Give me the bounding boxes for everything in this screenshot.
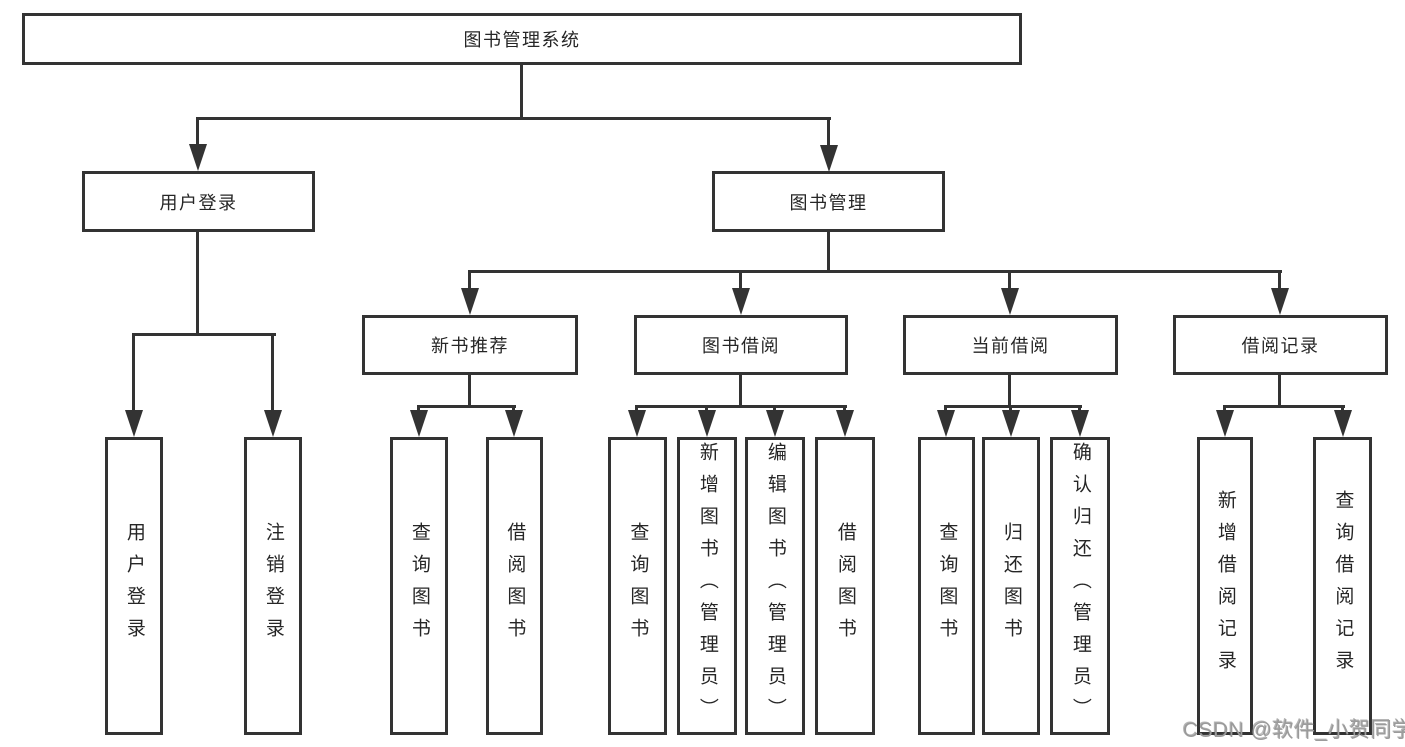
connector-line [520, 65, 523, 118]
connector-line [1008, 375, 1011, 408]
csdn-watermark: CSDN @软件_小贺同学 [1183, 719, 1405, 742]
arrow-down-icon [1216, 410, 1234, 437]
connector-line [196, 232, 199, 336]
leaf-label: 用户登录 [123, 522, 145, 650]
node-user-login: 用户登录 [82, 171, 315, 232]
connector-line [512, 405, 515, 413]
leaf-borrow-books-borrow: 借阅图书 [815, 437, 875, 735]
node-current-borrowing: 当前借阅 [903, 315, 1118, 375]
leaf-label: 借阅图书 [504, 522, 526, 650]
leaf-confirm-return-admin: 确认归还（管理员） [1050, 437, 1110, 735]
connector-line [417, 405, 516, 408]
arrow-down-icon [461, 288, 479, 315]
arrow-down-icon [264, 410, 282, 437]
connector-line [1278, 375, 1281, 408]
arrow-down-icon [1071, 410, 1089, 437]
connector-line [635, 405, 847, 408]
connector-line [132, 333, 276, 336]
connector-line [417, 405, 420, 413]
arrow-down-icon [189, 144, 207, 171]
arrow-down-icon [628, 410, 646, 437]
connector-line [944, 405, 1082, 408]
connector-line [1009, 405, 1012, 413]
connector-line [1008, 270, 1011, 290]
connector-line [1341, 405, 1344, 413]
arrow-down-icon [125, 410, 143, 437]
arrow-down-icon [836, 410, 854, 437]
leaf-query-books-recommend: 查询图书 [390, 437, 448, 735]
leaf-label: 新增图书（管理员） [696, 442, 718, 730]
connector-line [739, 375, 742, 408]
leaf-label: 查询图书 [408, 522, 430, 650]
leaf-label: 确认归还（管理员） [1069, 442, 1091, 730]
connector-line [1278, 270, 1281, 290]
connector-line [827, 117, 830, 147]
node-book-management: 图书管理 [712, 171, 945, 232]
arrow-down-icon [1002, 410, 1020, 437]
node-borrowing-records: 借阅记录 [1173, 315, 1388, 375]
leaf-label: 查询借阅记录 [1332, 490, 1354, 682]
node-label: 图书管理 [789, 192, 868, 213]
node-book-management-system: 图书管理系统 [22, 13, 1022, 65]
connector-line [705, 405, 708, 413]
leaf-add-books-admin: 新增图书（管理员） [677, 437, 737, 735]
node-label: 图书管理系统 [463, 30, 581, 50]
leaf-edit-books-admin: 编辑图书（管理员） [745, 437, 805, 735]
connector-line [773, 405, 776, 413]
leaf-label: 编辑图书（管理员） [764, 442, 786, 730]
connector-line [468, 270, 1282, 273]
connector-line [944, 405, 947, 413]
arrow-down-icon [1271, 288, 1289, 315]
leaf-query-books-borrow: 查询图书 [608, 437, 667, 735]
connector-line [132, 333, 135, 411]
arrow-down-icon [1334, 410, 1352, 437]
connector-line [468, 270, 471, 290]
arrow-down-icon [820, 145, 838, 172]
connector-line [271, 333, 274, 411]
connector-line [635, 405, 638, 413]
node-new-book-recommendation: 新书推荐 [362, 315, 578, 375]
connector-line [1223, 405, 1226, 413]
leaf-label: 注销登录 [262, 522, 284, 650]
leaf-query-borrow-record: 查询借阅记录 [1313, 437, 1372, 735]
node-label: 当前借阅 [971, 336, 1050, 356]
leaf-user-login: 用户登录 [105, 437, 163, 735]
leaf-label: 查询图书 [936, 522, 958, 650]
node-label: 新书推荐 [431, 336, 509, 356]
arrow-down-icon [505, 410, 523, 437]
leaf-label: 借阅图书 [834, 522, 856, 650]
node-label: 用户登录 [159, 192, 238, 213]
node-label: 图书借阅 [702, 336, 780, 356]
arrow-down-icon [1001, 288, 1019, 315]
arrow-down-icon [698, 410, 716, 437]
connector-line [827, 232, 830, 273]
leaf-label: 归还图书 [1000, 522, 1022, 650]
arrow-down-icon [766, 410, 784, 437]
connector-line [468, 375, 471, 408]
node-book-borrowing: 图书借阅 [634, 315, 848, 375]
leaf-query-books-current: 查询图书 [918, 437, 975, 735]
arrow-down-icon [410, 410, 428, 437]
leaf-borrow-books-recommend: 借阅图书 [486, 437, 543, 735]
leaf-add-borrow-record: 新增借阅记录 [1197, 437, 1253, 735]
leaf-label: 查询图书 [627, 522, 649, 650]
connector-line [1078, 405, 1081, 413]
connector-line [196, 117, 831, 120]
leaf-label: 新增借阅记录 [1214, 490, 1236, 682]
arrow-down-icon [732, 288, 750, 315]
leaf-logout: 注销登录 [244, 437, 302, 735]
connector-line [843, 405, 846, 413]
arrow-down-icon [937, 410, 955, 437]
connector-line [1223, 405, 1345, 408]
connector-line [739, 270, 742, 290]
leaf-return-books: 归还图书 [982, 437, 1040, 735]
connector-line [196, 117, 199, 147]
node-label: 借阅记录 [1241, 336, 1320, 356]
